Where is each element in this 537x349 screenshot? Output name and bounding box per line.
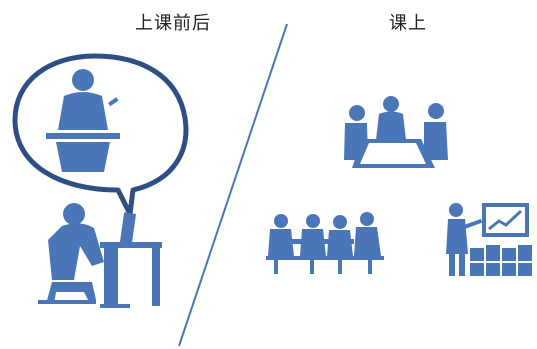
heading-in-class: 课上 <box>389 13 427 34</box>
person-at-computer-desk-icon <box>38 203 162 308</box>
group-discussion-icon <box>266 212 384 274</box>
lecturer-at-podium-icon <box>46 69 120 172</box>
heading-before-after-class: 上课前后 <box>135 13 211 34</box>
speech-bubble-icon <box>12 53 189 217</box>
presentation-audience-icon <box>446 203 532 276</box>
conference-table-meeting-icon <box>344 96 448 168</box>
diagonal-divider <box>178 23 288 347</box>
